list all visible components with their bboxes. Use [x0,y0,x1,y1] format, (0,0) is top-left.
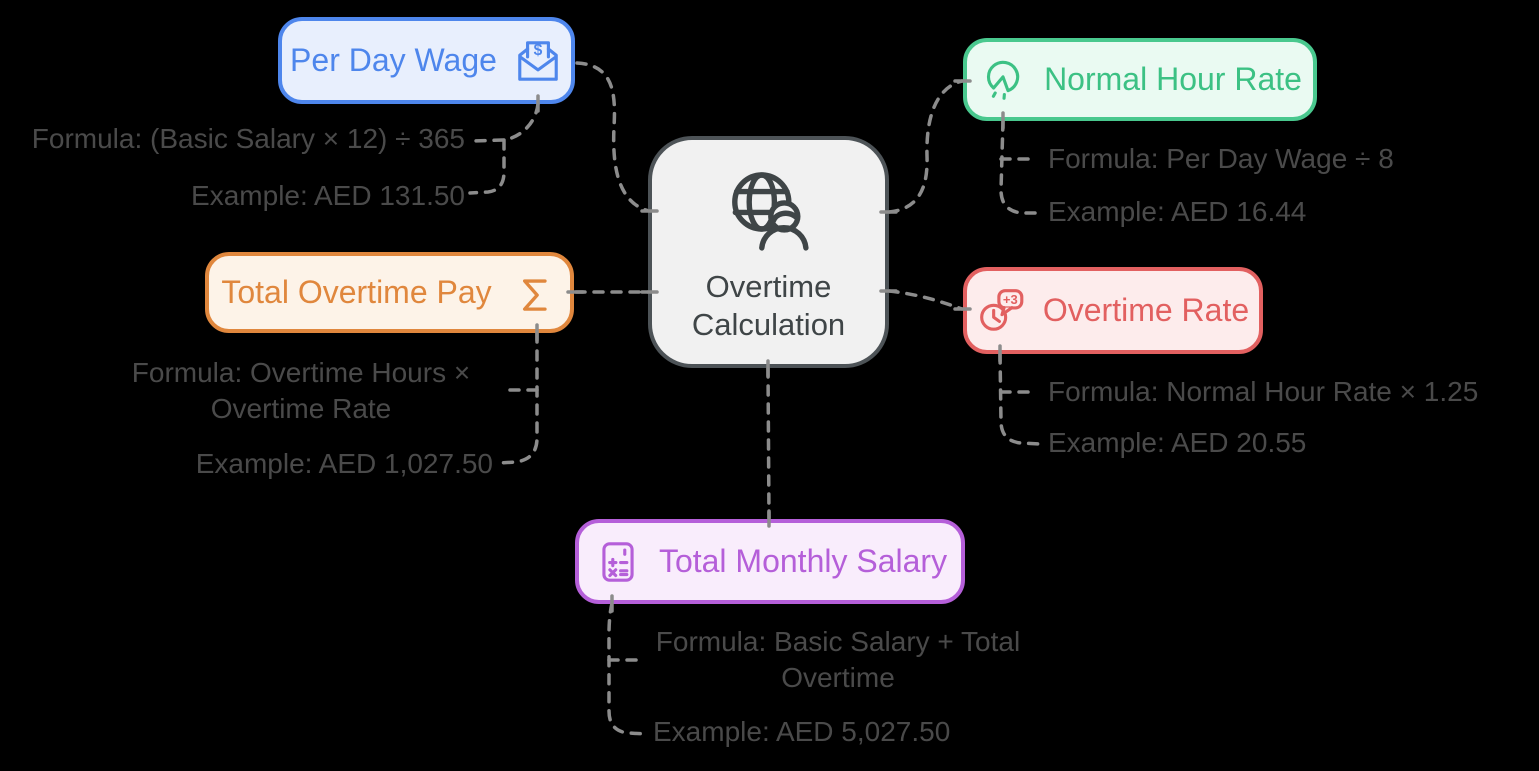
calculator-icon [602,541,634,582]
normal-hour-rate-formula-text: Formula: Per Day Wage ÷ 8 [1048,143,1394,174]
connector-per-day-wage-to-center [575,61,651,213]
node-normal-hour-rate: Normal Hour Rate [963,38,1317,121]
per-day-wage-formula-text: Formula: (Basic Salary × 12) ÷ 365 [31,123,465,154]
overtime-rate-example-text: Example: AED 20.55 [1048,427,1307,458]
total-monthly-salary-formula-text: Formula: Basic Salary + Total Overtime [655,626,1021,693]
total-overtime-pay-formula-text: Formula: Overtime Hours × Overtime Rate [131,357,471,424]
connector-overtime-rate-example [998,352,1042,446]
connector-normal-hour-rate-example [999,119,1042,215]
node-overtime-rate: +3 Overtime Rate [963,267,1263,354]
connector-center-to-normal-hour-rate [887,79,964,214]
overtime-rate-label: Overtime Rate [1042,292,1250,328]
node-total-monthly-salary: Total Monthly Salary [575,519,965,604]
total-overtime-pay-label: Total Overtime Pay [221,274,492,310]
globe-user-icon [731,172,809,251]
envelope-dollar-icon: $ [518,40,558,81]
connector-total-monthly-salary-example [607,601,648,736]
timer-gauge-icon [986,60,1020,100]
center-node-label: Overtime Calculation [691,269,846,342]
node-total-overtime-pay: Total Overtime Pay [205,252,574,333]
connector-per-day-wage-example [468,138,506,195]
per-day-wage-label: Per Day Wage [290,42,497,78]
total-monthly-salary-label: Total Monthly Salary [658,543,948,579]
normal-hour-rate-label: Normal Hour Rate [1044,61,1302,97]
overtime-rate-formula-text: Formula: Normal Hour Rate × 1.25 [1048,376,1479,407]
node-per-day-wage: Per Day Wage $ [278,17,575,104]
dollar-glyph: $ [534,41,543,58]
clock-plus-3-icon: +3 [979,288,1024,331]
sigma-icon [522,278,547,311]
plus-3-glyph: +3 [1003,292,1018,307]
total-overtime-pay-example-text: Example: AED 1,027.50 [195,448,493,479]
normal-hour-rate-example-text: Example: AED 16.44 [1048,196,1307,227]
total-monthly-salary-example-text: Example: AED 5,027.50 [653,716,951,747]
connector-center-to-overtime-rate [887,289,964,311]
per-day-wage-example-text: Example: AED 131.50 [191,180,465,211]
node-overtime-calculation: Overtime Calculation [648,136,889,368]
connector-per-day-wage-formula [470,102,540,143]
connector-center-to-total-monthly-salary [766,366,771,520]
